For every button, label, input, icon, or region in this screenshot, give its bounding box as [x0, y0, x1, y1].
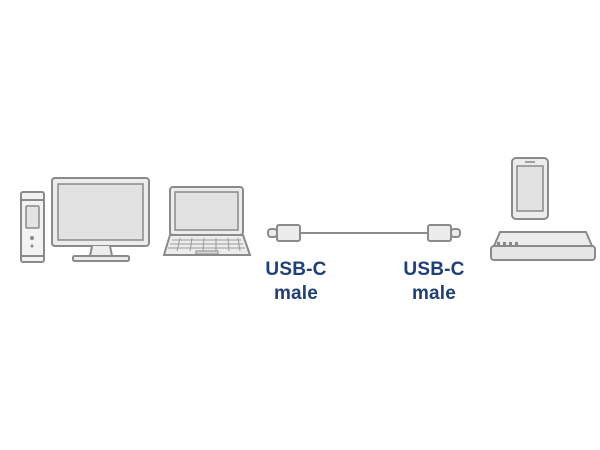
right-connector-gender: male [411, 283, 457, 304]
usb-c-cable-icon [267, 224, 461, 242]
laptop-icon [162, 186, 252, 256]
monitor-icon [51, 177, 150, 262]
smartphone-icon [511, 157, 549, 220]
left-connector-type: USB-C [265, 259, 327, 280]
docking-station-icon [490, 231, 596, 261]
left-connector-gender: male [273, 283, 319, 304]
left-connector-label: USB-C male [256, 258, 336, 306]
right-connector-type: USB-C [403, 259, 465, 280]
desktop-tower-icon [20, 191, 45, 263]
right-connector-label: USB-C male [394, 258, 474, 306]
